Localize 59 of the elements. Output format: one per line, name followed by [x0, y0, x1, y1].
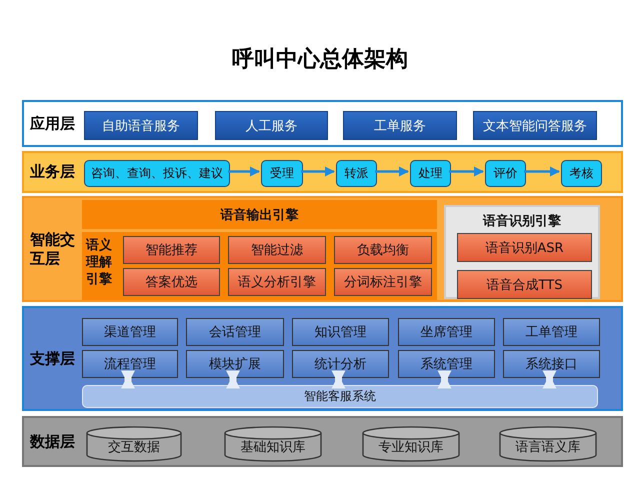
engine-label: 语音识别引擎 [482, 212, 562, 230]
layer-label: 数据层 [30, 432, 76, 451]
module-box: 分词标注引擎 [334, 268, 432, 296]
service-box: 工单服务 [343, 111, 457, 140]
module-box: 渠道管理 [82, 318, 178, 346]
layer-band [22, 151, 623, 193]
arrow [226, 370, 240, 389]
database-cylinder: 语言语义库 [499, 426, 597, 462]
module-box: 系统接口 [503, 350, 600, 378]
process-box: 受理 [261, 160, 303, 187]
layer-label: 支撑层 [30, 349, 76, 368]
database-cylinder: 基础知识库 [224, 426, 322, 462]
module-box: 智能推荐 [123, 236, 220, 264]
module-box: 系统管理 [398, 350, 495, 378]
layer-band [22, 196, 623, 302]
process-box: 考核 [561, 160, 602, 187]
engine-panel [82, 232, 437, 300]
arrow [301, 166, 335, 176]
module-box: 会话管理 [186, 318, 284, 346]
process-box: 转派 [336, 160, 377, 187]
arrow [449, 166, 484, 176]
process-box: 处理 [410, 160, 451, 187]
layer-band [22, 306, 623, 411]
service-box: 文本智能问答服务 [473, 111, 597, 140]
process-box: 咨询、查询、投诉、建议 [84, 160, 230, 187]
module-box: 流程管理 [82, 350, 178, 378]
arrow [228, 166, 260, 176]
layer-band [22, 100, 623, 147]
service-box: 人工服务 [215, 111, 328, 140]
engine-panel [444, 205, 600, 299]
layer-label: 智能交互层 [30, 230, 76, 268]
module-box: 语音识别ASR [457, 233, 592, 262]
system-bar: 智能客服系统 [82, 385, 598, 408]
arrow [438, 370, 452, 389]
module-box: 工单管理 [503, 318, 600, 346]
module-box: 智能过滤 [228, 236, 326, 264]
arrow [121, 370, 135, 389]
service-box: 自助语音服务 [84, 111, 198, 140]
module-box: 语音合成TTS [457, 270, 592, 299]
layer-label: 应用层 [30, 114, 76, 133]
process-box: 评价 [485, 160, 526, 187]
arrow [542, 370, 556, 389]
arrow [332, 370, 346, 389]
arrow [524, 166, 560, 176]
module-box: 模块扩展 [186, 350, 284, 378]
module-box: 语义分析引擎 [228, 268, 326, 296]
engine-label: 语义理解引擎 [86, 238, 113, 289]
module-box: 坐席管理 [398, 318, 495, 346]
database-cylinder: 交互数据 [86, 426, 182, 462]
module-box: 知识管理 [292, 318, 389, 346]
engine-header-bar: 语音输出引擎 [82, 200, 437, 229]
module-box: 统计分析 [292, 350, 389, 378]
module-box: 负载均衡 [334, 236, 432, 264]
module-box: 答案优选 [123, 268, 220, 296]
diagram-title: 呼叫中心总体架构 [231, 46, 409, 74]
arrow [375, 166, 409, 176]
database-cylinder: 专业知识库 [362, 426, 460, 462]
layer-label: 业务层 [30, 162, 76, 182]
layer-band [22, 416, 623, 467]
